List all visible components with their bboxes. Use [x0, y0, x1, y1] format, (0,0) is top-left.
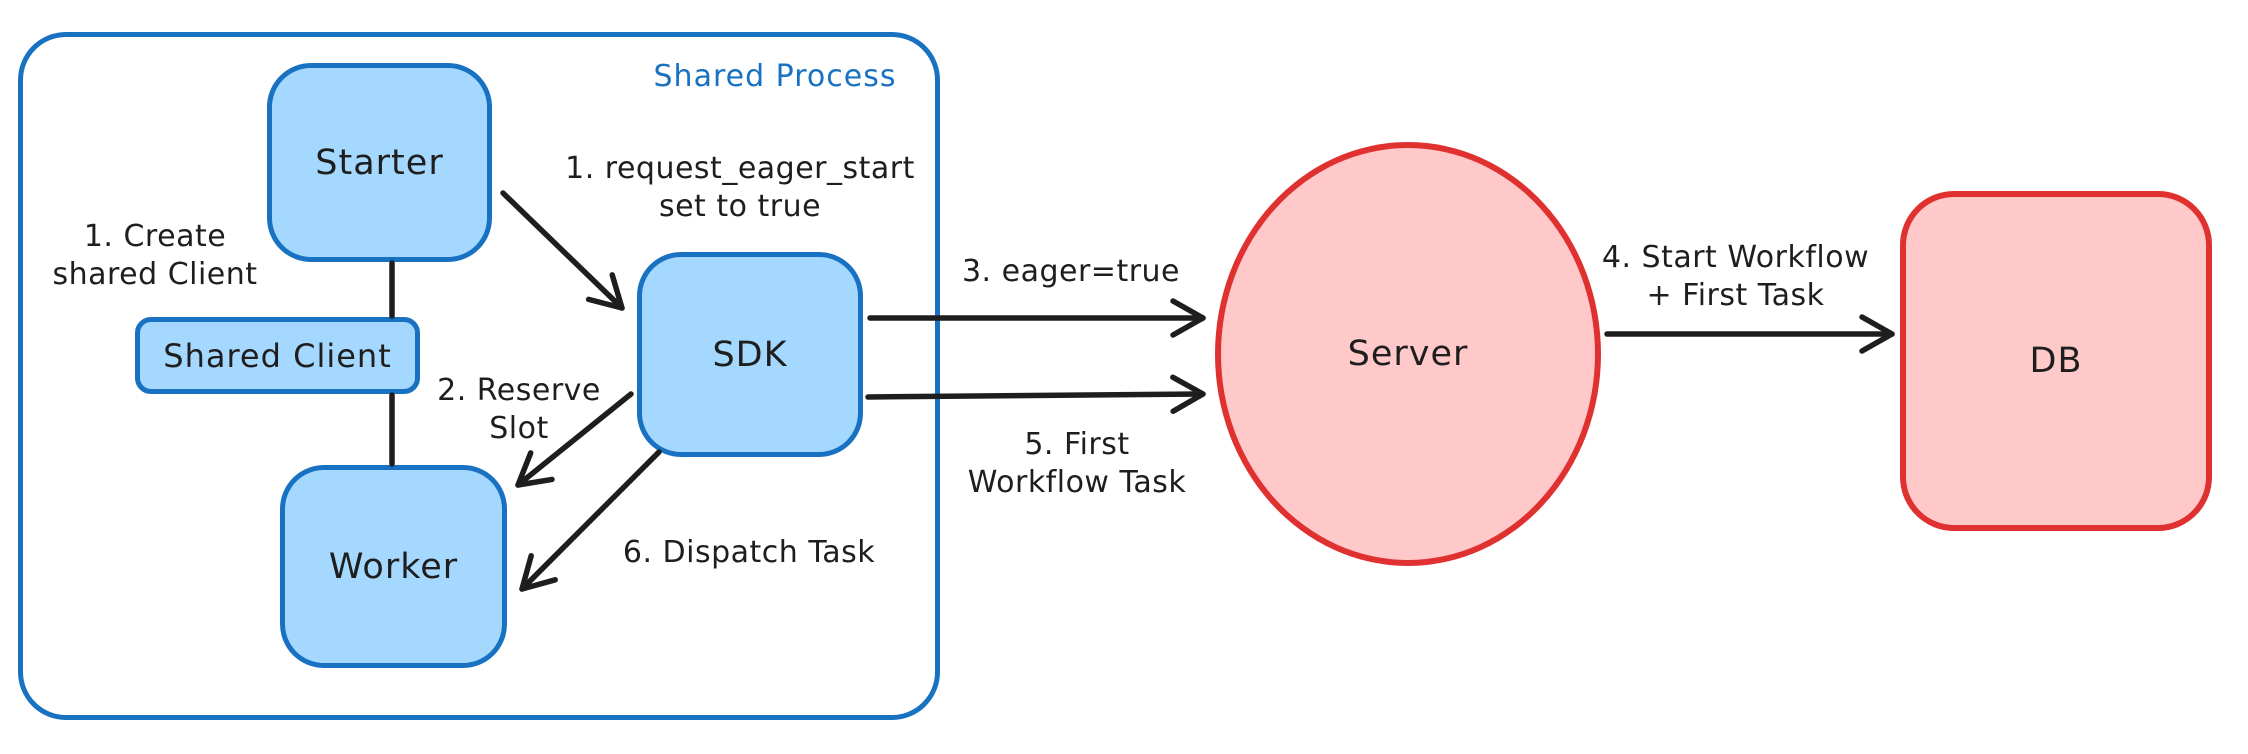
note-create-shared-client: 1. Create shared Client: [52, 219, 258, 292]
node-starter: Starter: [267, 63, 492, 262]
node-starter-label: Starter: [315, 142, 444, 183]
node-server: Server: [1215, 142, 1601, 566]
shared-process-container: [18, 32, 940, 720]
node-shared-client-label: Shared Client: [163, 336, 392, 375]
node-db-label: DB: [2029, 341, 2083, 381]
node-worker: Worker: [280, 465, 507, 668]
node-sdk-label: SDK: [712, 334, 788, 375]
node-worker-label: Worker: [328, 546, 459, 587]
shared-process-title: Shared Process: [653, 59, 897, 94]
node-shared-client: Shared Client: [135, 317, 420, 394]
node-server-label: Server: [1347, 334, 1469, 374]
note-dispatch-task: 6. Dispatch Task: [622, 535, 876, 570]
note-request-eager-start: 1. request_eager_start set to true: [565, 151, 915, 224]
note-start-workflow: 4. Start Workflow + First Task: [1601, 240, 1870, 313]
node-sdk: SDK: [637, 252, 863, 457]
node-db: DB: [1900, 191, 2212, 531]
note-reserve-slot: 2. Reserve Slot: [437, 373, 601, 446]
note-eager-true: 3. eager=true: [961, 254, 1181, 289]
note-first-workflow-task: 5. First Workflow Task: [967, 427, 1187, 500]
